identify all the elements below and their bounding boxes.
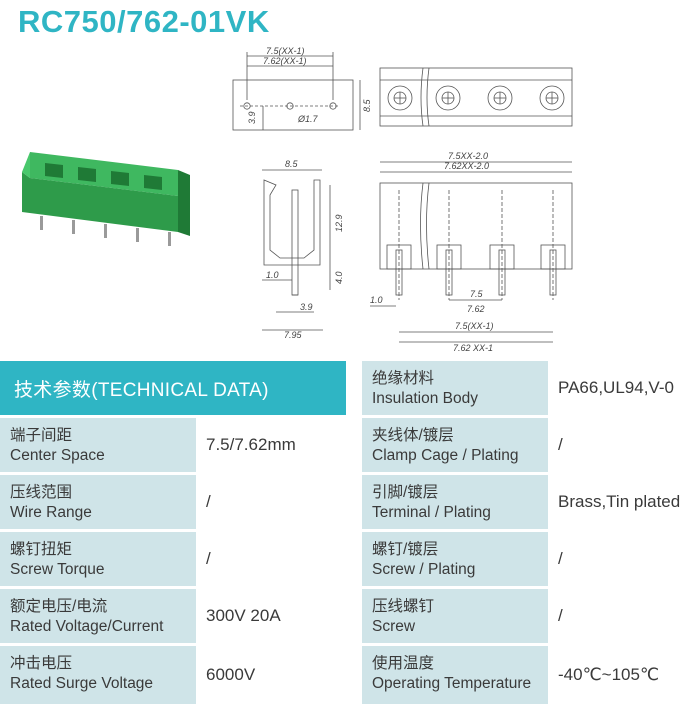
front-bottom-b: 7.62 XX-1 [453,343,493,353]
row-label-cn: 螺钉扭矩 [10,541,73,558]
row-label-en: Screw / Plating [372,561,476,578]
insulation-body-value: PA66,UL94,V-0 [558,378,674,397]
table-row: 螺钉/镀层 Screw / Plating [362,532,548,586]
table-row: 压线螺钉 Screw [362,589,548,643]
side-pin-dia: 1.0 [266,270,279,280]
front-total-a: 7.5XX-2.0 [448,151,488,161]
row-label-cn: 额定电压/电流 [10,598,108,615]
side-pin: 4.0 [334,271,344,284]
row-value: / [196,475,346,529]
table-row: 绝缘材料 Insulation Body [362,361,548,415]
row-label-cn: 冲击电压 [10,655,73,672]
row-label-en: Terminal / Plating [372,504,491,521]
screw-plating-value: / [558,549,563,568]
table-header: 技术参数(TECHNICAL DATA) [0,361,346,415]
row-label-en: Screw Torque [10,561,105,578]
connector-photo [22,152,190,246]
center-space-value: 7.5/7.62mm [206,435,296,454]
table-row: 冲击电压 Rated Surge Voltage [0,646,196,704]
table-row: 引脚/镀层 Terminal / Plating [362,475,548,529]
side-base: 7.95 [284,330,303,340]
row-label-cn: 绝缘材料 [372,370,435,387]
row-label-cn: 引脚/镀层 [372,484,439,501]
table-row: 额定电压/电流 Rated Voltage/Current [0,589,196,643]
row-label-cn: 端子间距 [10,427,73,444]
row-value: PA66,UL94,V-0 [548,361,700,415]
rated-voltage-value: 300V 20A [206,606,281,625]
side-offset: 3.9 [300,302,313,312]
side-width: 8.5 [285,159,299,169]
top-pitch-a: 7.5(XX-1) [266,46,305,56]
table-row: 夹线体/镀层 Clamp Cage / Plating [362,418,548,472]
side-height: 12.9 [334,214,344,232]
screw-top-view [379,67,573,127]
wire-range-value: / [206,492,211,511]
top-height: 8.5 [362,98,372,112]
table-row: 端子间距 Center Space [0,418,196,472]
page-title: RC750/762-01VK [18,4,270,39]
row-value: / [548,418,700,472]
surge-voltage-value: 6000V [206,665,256,684]
top-view-drawing [232,52,361,131]
front-view-drawing [370,161,573,343]
row-label-cn: 夹线体/镀层 [372,427,454,444]
row-value: -40℃~105℃ [548,646,700,704]
row-label-cn: 螺钉/镀层 [372,541,439,558]
row-label-en: Insulation Body [372,390,478,407]
row-label-cn: 使用温度 [372,655,435,672]
front-pitch-b: 7.62 [467,304,485,314]
table-row: 螺钉扭矩 Screw Torque [0,532,196,586]
technical-drawings: 7.5(XX-1) 7.62(XX-1) Ø1.7 3.9 8.5 8.5 [22,46,573,353]
row-value: / [548,589,700,643]
technical-data-table: 技术参数(TECHNICAL DATA) 端子间距 Center Space 7.… [0,361,700,704]
row-value: / [196,532,346,586]
row-label-en: Rated Voltage/Current [10,618,164,635]
top-hole-offset: 3.9 [247,111,257,124]
side-view-drawing [262,169,331,331]
screw-torque-value: / [206,549,211,568]
top-hole-dia: Ø1.7 [297,114,319,124]
screw-value: / [558,606,563,625]
clamp-cage-value: / [558,435,563,454]
row-value: 6000V [196,646,346,704]
row-label-en: Wire Range [10,504,92,521]
table-row: 压线范围 Wire Range [0,475,196,529]
row-label-en: Clamp Cage / Plating [372,447,519,464]
front-total-b: 7.62XX-2.0 [444,161,489,171]
table-header-text: 技术参数(TECHNICAL DATA) [14,379,269,401]
table-row: 使用温度 Operating Temperature [362,646,548,704]
top-pitch-b: 7.62(XX-1) [263,56,307,66]
operating-temp-value: -40℃~105℃ [558,665,660,684]
row-value: 7.5/7.62mm [196,418,346,472]
row-label-en: Screw [372,618,416,635]
terminal-plating-value: Brass,Tin plated [558,492,681,511]
front-pin-dia: 1.0 [370,295,383,305]
row-label-cn: 压线螺钉 [372,598,435,615]
row-value: 300V 20A [196,589,346,643]
row-value: / [548,532,700,586]
row-label-en: Rated Surge Voltage [10,675,154,692]
row-label-cn: 压线范围 [10,484,73,501]
row-value: Brass,Tin plated [548,475,700,529]
front-bottom-a: 7.5(XX-1) [455,321,494,331]
front-pitch-a: 7.5 [470,289,484,299]
row-label-en: Operating Temperature [372,675,532,692]
row-label-en: Center Space [10,447,105,464]
